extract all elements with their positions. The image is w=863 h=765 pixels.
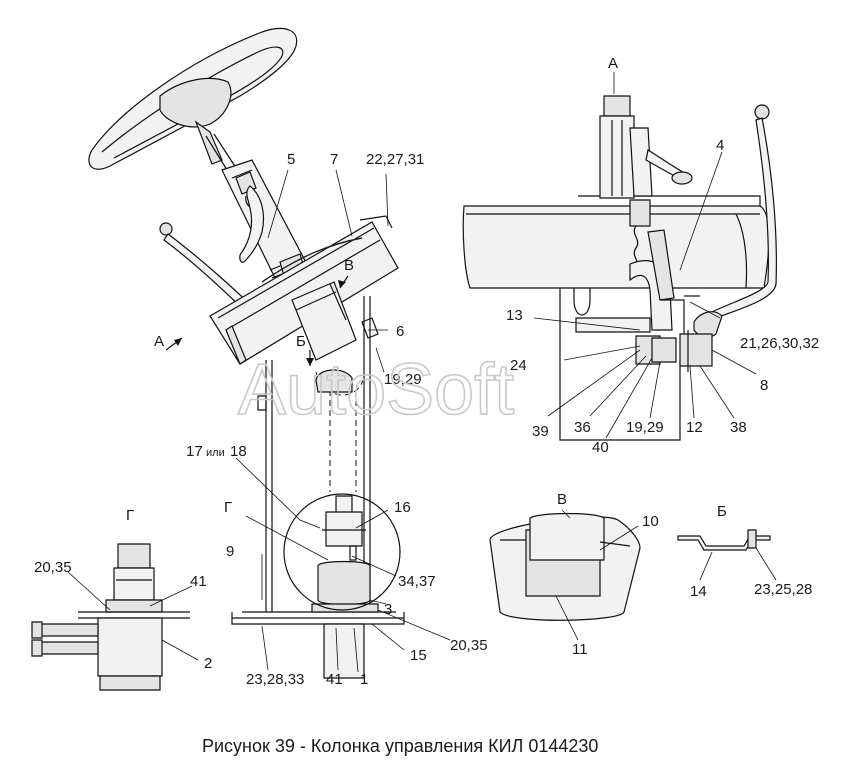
label-40: 40 (592, 439, 609, 456)
label-17-or: или (206, 447, 225, 459)
label-19-29-main: 19,29 (384, 371, 422, 388)
label-16: 16 (394, 499, 411, 516)
label-23-28-33: 23,28,33 (246, 671, 304, 688)
label-18: 18 (230, 443, 247, 460)
label-22-27-31: 22,27,31 (366, 151, 424, 168)
label-12: 12 (686, 419, 703, 436)
label-9: 9 (226, 543, 234, 560)
view-arrows (165, 275, 349, 366)
label-13: 13 (506, 307, 523, 324)
label-38: 38 (730, 419, 747, 436)
panel-housing (209, 215, 399, 365)
label-7: 7 (330, 151, 338, 168)
label-21-26-30-32: 21,26,30,32 (740, 335, 819, 352)
label-20-35-view-g: 20,35 (34, 559, 72, 576)
pedestal (231, 296, 405, 679)
label-view-b-title: Б (717, 503, 727, 520)
label-14: 14 (690, 583, 707, 600)
label-24: 24 (510, 357, 527, 374)
label-20-35-main: 20,35 (450, 637, 488, 654)
label-34-37: 34,37 (398, 573, 436, 590)
label-5: 5 (287, 151, 295, 168)
view-b-detail (677, 529, 777, 581)
label-3: 3 (384, 601, 392, 618)
view-v-detail (489, 509, 641, 641)
main-assembly-view (88, 27, 451, 679)
label-4: 4 (716, 137, 724, 154)
label-8: 8 (760, 377, 768, 394)
label-10: 10 (642, 513, 659, 530)
label-view-a-arrow: А (154, 333, 164, 350)
label-41-view-g: 41 (190, 573, 207, 590)
label-17: 17 (186, 443, 203, 460)
label-39: 39 (532, 423, 549, 440)
label-view-a-title: А (608, 55, 618, 72)
label-23-25-28: 23,25,28 (754, 581, 812, 598)
label-36: 36 (574, 419, 591, 436)
view-g-detail (31, 543, 199, 691)
steering-wheel (88, 27, 298, 179)
label-41-main: 41 (326, 671, 343, 688)
view-a-detail (462, 72, 777, 441)
label-2: 2 (204, 655, 212, 672)
label-view-g-title: Г (126, 507, 134, 524)
leader-lines-main (235, 169, 451, 673)
label-15: 15 (410, 647, 427, 664)
label-view-v-title: В (557, 491, 567, 508)
watermark: AutoSoft (238, 350, 514, 430)
label-11: 11 (572, 641, 588, 658)
callout-labels: А 5 7 22,27,31 В Б 6 19,29 17 или 18 Г 1… (34, 55, 819, 688)
figure-caption: Рисунок 39 - Колонка управления КИЛ 0144… (202, 736, 598, 756)
label-view-b-arrow: Б (296, 333, 306, 350)
label-19-29-view-a: 19,29 (626, 419, 664, 436)
label-view-g-arrow: Г (224, 499, 232, 516)
label-view-v-arrow: В (344, 257, 354, 274)
label-6: 6 (396, 323, 404, 340)
label-1: 1 (360, 671, 368, 688)
